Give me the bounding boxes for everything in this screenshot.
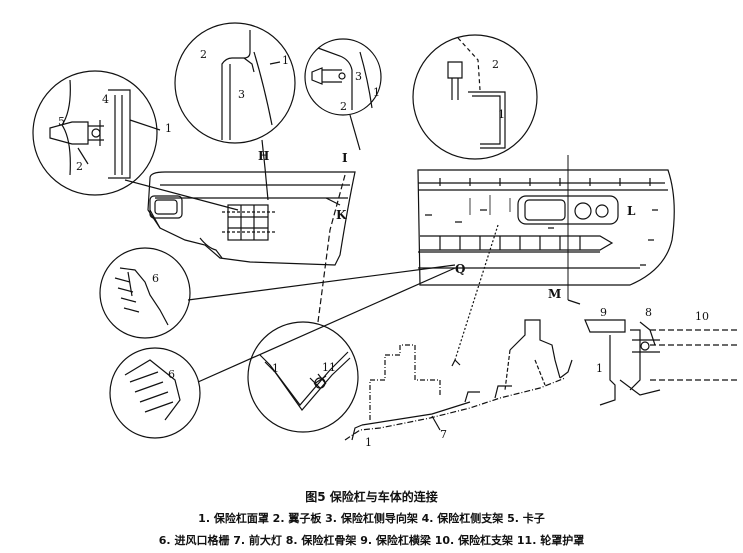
label-2a: 2 [76, 160, 83, 173]
detail-circle-H: 2 1 3 H [174, 22, 296, 201]
callout-M: M [548, 287, 561, 301]
grille-detail-circle: 6 [99, 247, 456, 339]
label-1b: 1 [365, 436, 372, 449]
label-1h: 1 [282, 54, 289, 67]
label-1w: 1 [272, 362, 279, 375]
grille-detail-circle-2: 6 [109, 267, 456, 439]
detail-circle-I: 3 2 1 I [304, 38, 382, 165]
label-1i: 1 [373, 86, 380, 99]
label-11: 11 [322, 361, 336, 374]
label-6b: 6 [168, 368, 175, 381]
label-1r: 1 [498, 108, 505, 121]
bumper-diagram: K L M Q 4 5 1 2 [32, 22, 740, 449]
label-3i: 3 [355, 70, 362, 83]
label-6a: 6 [152, 272, 159, 285]
label-5: 5 [58, 115, 65, 128]
label-4: 4 [102, 93, 109, 106]
callout-Q: Q [455, 262, 465, 276]
label-9: 9 [600, 306, 607, 319]
left-bumper-view: K [147, 171, 356, 266]
callout-L: L [627, 204, 636, 218]
label-8: 8 [645, 306, 652, 319]
label-2h: 2 [200, 48, 207, 61]
legend-line-2: 6. 进风口格栅 7. 前大灯 8. 保险杠骨架 9. 保险杠横梁 10. 保险… [158, 534, 585, 547]
right-bumper-view: L M Q [417, 155, 675, 301]
bumper-frame-section: 9 8 10 1 [567, 299, 740, 406]
callout-I: I [342, 151, 348, 165]
label-2i: 2 [340, 100, 347, 113]
headlight-section: 1 7 [344, 224, 573, 449]
label-7: 7 [440, 428, 447, 441]
bracket-detail-circle: 2 1 [412, 34, 538, 160]
legend-line-1: 1. 保险杠面罩 2. 翼子板 3. 保险杠侧导向架 4. 保险杠侧支架 5. … [198, 512, 545, 525]
label-1a: 1 [165, 122, 172, 135]
wheel-arch-detail-circle: 1 11 [247, 174, 359, 433]
clip-detail-circle: 4 5 1 2 [32, 70, 239, 211]
figure-title: 图5 保险杠与车体的连接 [305, 490, 438, 504]
label-10: 10 [695, 310, 709, 323]
label-1c: 1 [596, 362, 603, 375]
label-2r: 2 [492, 58, 499, 71]
label-3h: 3 [238, 88, 245, 101]
callout-K: K [336, 208, 347, 222]
